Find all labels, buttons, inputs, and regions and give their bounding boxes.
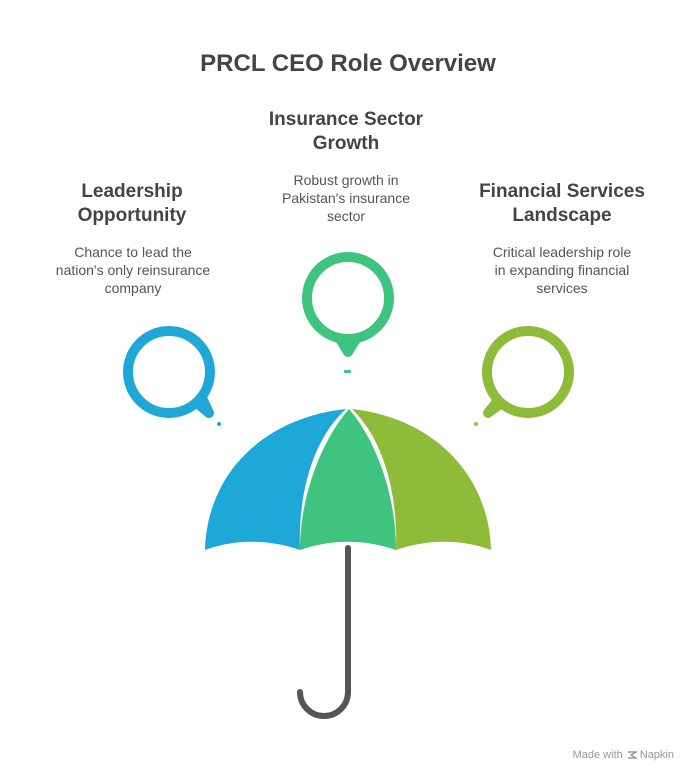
footer-credit: Made with Napkin xyxy=(573,749,674,761)
napkin-brand: Napkin xyxy=(627,749,674,761)
bubble-leadership-icon xyxy=(123,326,221,426)
heading-leadership-opportunity: Leadership Opportunity xyxy=(32,180,232,228)
desc-financial-services-landscape: Critical leadership role in expanding fi… xyxy=(472,243,652,297)
heading-line: Opportunity xyxy=(77,205,187,226)
desc-line: Pakistan's insurance xyxy=(282,190,410,206)
umbrella-left-panel-icon xyxy=(205,409,346,550)
desc-line: in expanding financial xyxy=(494,262,630,278)
desc-line: company xyxy=(104,280,162,296)
desc-line: Chance to lead the xyxy=(74,244,192,260)
dot-icon xyxy=(344,370,351,373)
heading-line: Growth xyxy=(312,133,380,154)
dot-icon xyxy=(474,422,478,426)
desc-line: services xyxy=(536,280,588,296)
napkin-label: Napkin xyxy=(639,749,674,761)
desc-leadership-opportunity: Chance to lead the nation's only reinsur… xyxy=(38,243,228,297)
umbrella-handle-icon xyxy=(297,545,351,719)
heading-line: Landscape xyxy=(512,205,612,226)
napkin-logo-icon xyxy=(627,751,637,759)
desc-line: Critical leadership role xyxy=(492,244,632,260)
umbrella-right-panel-icon xyxy=(352,409,491,550)
dot-icon xyxy=(217,422,221,426)
heading-line: Financial Services xyxy=(479,181,645,202)
umbrella-center-panel-icon xyxy=(300,409,396,550)
desc-line: nation's only reinsurance xyxy=(55,262,211,278)
desc-insurance-sector-growth: Robust growth in Pakistan's insurance se… xyxy=(256,171,436,225)
heading-financial-services-landscape: Financial Services Landscape xyxy=(462,180,662,228)
desc-line: Robust growth in xyxy=(293,172,399,188)
bubble-financial-icon xyxy=(474,326,574,426)
heading-line: Leadership xyxy=(81,181,183,202)
heading-insurance-sector-growth: Insurance Sector Growth xyxy=(246,108,446,156)
page-title: PRCL CEO Role Overview xyxy=(200,50,496,77)
made-with-label: Made with xyxy=(572,749,623,761)
bubble-insurance-icon xyxy=(302,252,394,373)
desc-line: sector xyxy=(326,208,366,224)
heading-line: Insurance Sector xyxy=(268,109,424,130)
